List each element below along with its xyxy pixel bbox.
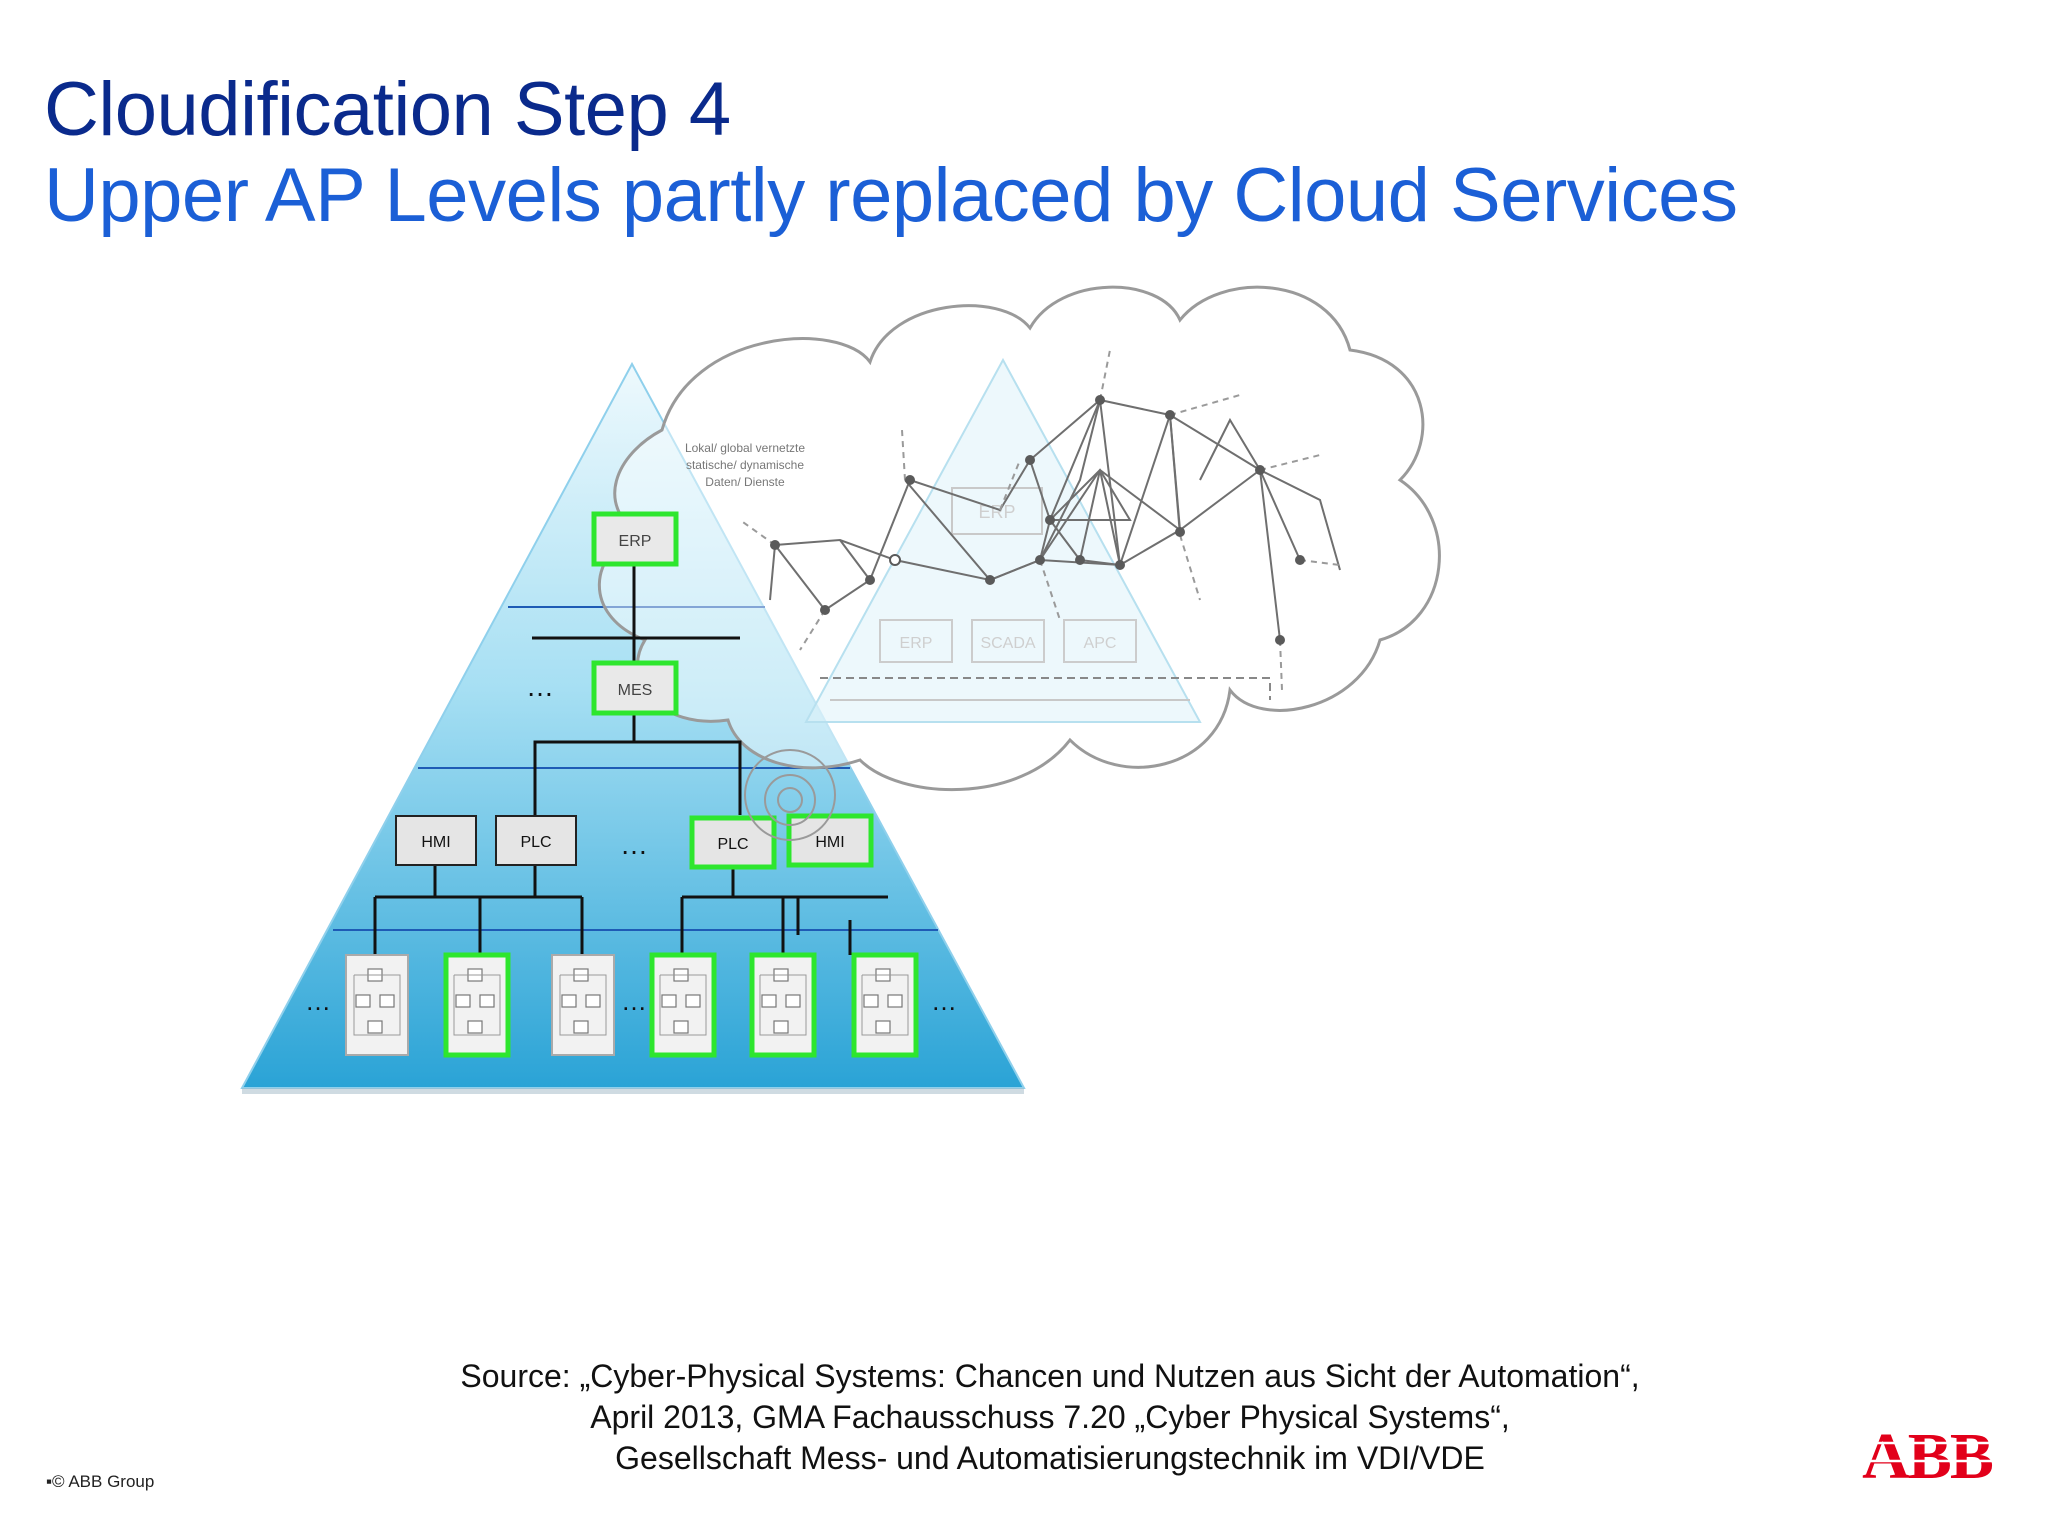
field-device [443, 952, 511, 1058]
copyright: ▪© ABB Group [46, 1472, 155, 1491]
hmi-1-box [395, 815, 477, 866]
plc-node-2: PLC [689, 815, 777, 870]
cloud-caption-line-1: Lokal/ global vernetzte [685, 441, 805, 455]
ghost-box-right [1063, 619, 1137, 663]
slide-subtitle: Upper AP Levels partly replaced by Cloud… [44, 153, 1738, 238]
abb-logo-stripes [1852, 1441, 2002, 1463]
source-line-3: Gesellschaft Mess- und Automatisierungst… [615, 1440, 1485, 1476]
cloud-link-circles [744, 749, 836, 841]
ghost-pyramid [804, 357, 1202, 723]
hmi-2-box [786, 813, 874, 868]
network-dashes [739, 349, 1341, 691]
ghost-label-mid: SCADA [980, 635, 1035, 652]
pyramid-base-shadow [242, 1088, 1024, 1094]
hmi-1-label: HMI [421, 834, 450, 851]
plc-1-box [495, 815, 577, 866]
plc-node-1: PLC [495, 815, 577, 866]
hmi-2-label: HMI [815, 834, 844, 851]
erp-node: ERP [591, 511, 679, 567]
mes-ellipsis: … [526, 671, 554, 702]
slide-title: Cloudification Step 4 [44, 67, 731, 152]
ghost-label-left: ERP [900, 635, 933, 652]
hmi-node-1: HMI [395, 815, 477, 866]
field-device [749, 952, 817, 1058]
mes-box [591, 660, 679, 716]
source-line-1: Source: „Cyber-Physical Systems: Chancen… [460, 1358, 1640, 1394]
field-ellipsis-middle: … [621, 986, 647, 1016]
field-ellipsis-left: … [305, 986, 331, 1016]
cloud-caption-line-3: Daten/ Dienste [705, 475, 785, 489]
erp-label: ERP [619, 533, 652, 550]
mes-node: MES [591, 660, 679, 716]
cloud-services: ERP ERP SCADA APC [597, 285, 1441, 792]
ghost-label-right: APC [1084, 635, 1117, 652]
mes-label: MES [618, 682, 653, 699]
erp-box [591, 511, 679, 567]
cloud-caption-line-2: statische/ dynamische [686, 458, 804, 472]
pyramid-connections [373, 564, 888, 955]
network-nodes [770, 395, 1305, 645]
field-device [851, 952, 919, 1058]
level-separators [333, 606, 938, 931]
plc-2-box [689, 815, 777, 870]
field-devices [345, 952, 919, 1058]
abb-logo-text: ABB [1862, 1422, 1993, 1486]
hmi-node-2: HMI [786, 813, 874, 868]
ghost-box-erp [951, 487, 1043, 535]
plc-2-label: PLC [717, 836, 748, 853]
field-device [345, 954, 409, 1056]
field-ellipsis-right: … [931, 986, 957, 1016]
control-level-ellipsis: … [620, 829, 648, 860]
source-citation: Source: „Cyber-Physical Systems: Chancen… [360, 1356, 1740, 1479]
source-line-2: April 2013, GMA Fachausschuss 7.20 „Cybe… [590, 1399, 1510, 1435]
ghost-bus [820, 677, 1271, 700]
field-device [649, 952, 717, 1058]
ghost-box-left [879, 619, 953, 663]
abb-logo: ABB [1852, 1422, 2002, 1486]
plc-1-label: PLC [520, 834, 551, 851]
ghost-box-mid [971, 619, 1045, 663]
ghost-label-erp: ERP [978, 502, 1015, 522]
field-device [551, 954, 615, 1056]
